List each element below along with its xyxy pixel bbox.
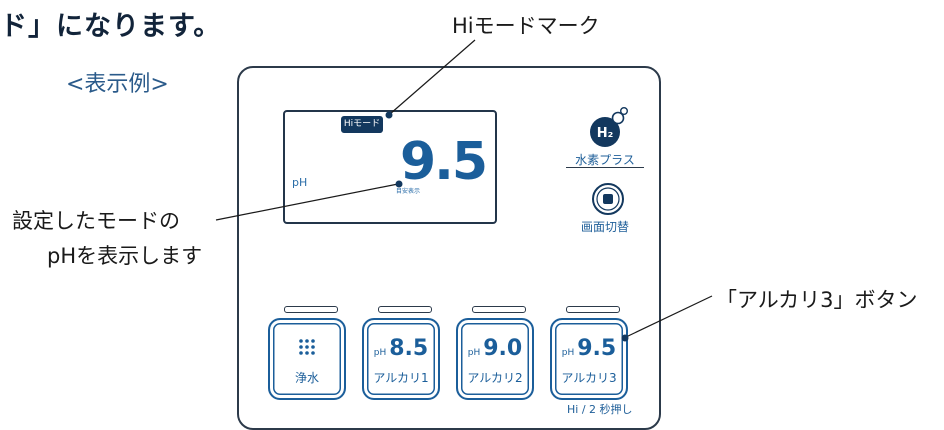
alkali3-ph-prefix: pH [561,348,575,358]
alkali2-ph-prefix: pH [467,348,481,358]
alkali3-value: 9.5 [577,336,617,361]
ph-label: pH [292,176,308,189]
jousui-button[interactable]: 浄水 [268,318,346,400]
guide-text: 目安表示 [396,188,421,195]
leader-setting [215,183,399,221]
hydrogen-icon-text: H₂ [597,126,614,141]
leader-setting-dot [395,180,403,188]
alkali2-label: アルカリ2 [467,371,523,385]
indicator-alkali3 [566,306,620,313]
alkali1-ph-prefix: pH [373,348,387,358]
callout-alkali3-button: 「アルカリ3」ボタン [716,288,918,312]
indicator-alkali2 [472,306,526,313]
callout-hi-mark: Hiモードマーク [452,14,600,38]
indicator-alkali1 [378,306,432,313]
alkali3-label: アルカリ3 [561,371,617,385]
hydrogen-plus-icon[interactable]: H₂ [582,106,629,150]
ph-value-display: 9.5 [400,132,488,192]
divider-line [566,167,644,168]
callout-setting-line1: 設定したモードの [12,209,180,233]
lcd-display [283,110,497,224]
alkali1-value: 8.5 [389,336,429,361]
callout-leaders [215,39,713,342]
indicator-jousui [284,306,338,313]
grid-dots-icon [270,338,344,360]
screen-switch-icon[interactable] [590,181,626,217]
alkali1-label: アルカリ1 [373,371,429,385]
hydrogen-plus-label: 水素プラス [575,153,635,167]
callout-setting-line2: pHを表示します [47,244,203,268]
leader-hi-mark [389,39,476,115]
heading-text: ド」になります。 [0,11,222,42]
hi-mode-badge: Hiモード [341,116,383,133]
leader-alkali3 [625,295,713,338]
jousui-label: 浄水 [294,371,319,385]
screen-switch-label: 画面切替 [580,220,629,234]
example-label: <表示例> [66,72,169,97]
leader-hi-mark-dot [385,111,393,119]
leader-alkali3-dot [621,334,629,342]
alkali2-value: 9.0 [483,336,523,361]
